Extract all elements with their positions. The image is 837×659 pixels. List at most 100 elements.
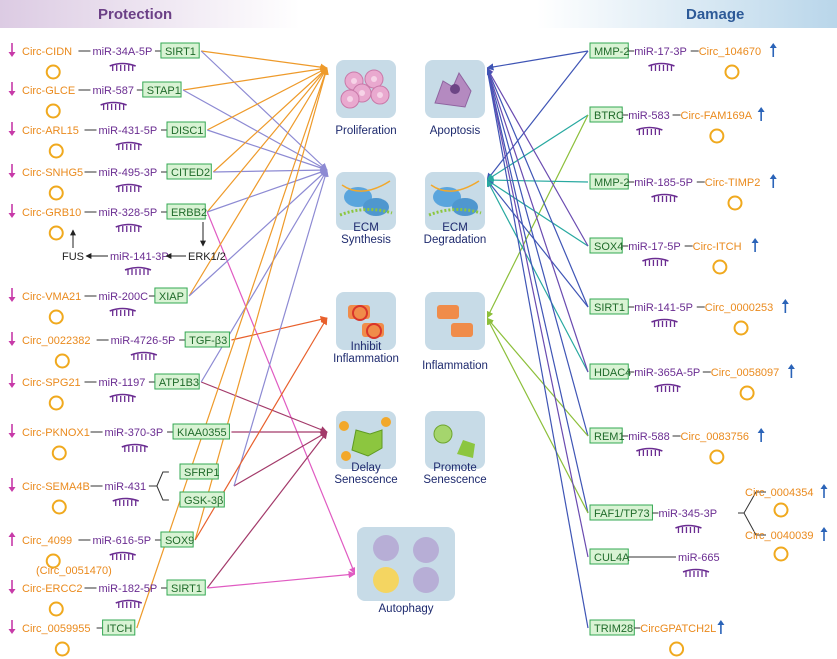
grb10-branch: FUS miR-141-3P ERK1/2 [62,222,226,275]
edge [207,168,328,213]
edge [486,317,589,437]
circrna-ring-icon [48,309,64,325]
down-arrow-icon [8,122,16,136]
edge [486,50,589,71]
up-arrow-icon [757,107,765,121]
circrna-label: Circ-ITCH [693,241,742,253]
gene-label: CUL4A [594,552,630,564]
mirna-label: miR-616-5P [92,535,151,547]
circrna-ring-icon [733,320,749,336]
circrna-label: Circ_0058097 [711,367,780,379]
up-arrow-icon [757,428,765,442]
gene-label: FAF1/TP73 [594,508,650,520]
damage-header: Damage [686,6,744,23]
edge [486,179,589,373]
circrna-ring-icon [712,259,728,275]
ecm-synthesis-label: Synthesis [341,234,391,246]
edge [188,169,328,297]
mirna-label: miR-141-3P [110,251,169,263]
rna-hairpin-icon [642,257,669,266]
mirna-label: miR-185-5P [634,177,693,189]
autophagy-panel [355,525,457,603]
fus-label: FUS [62,251,84,263]
gene-box: MMP-2 [589,42,629,59]
edge [200,381,328,433]
gene-box: REM1 [589,427,625,444]
rna-hairpin-icon [682,568,710,577]
gene-label: MMP-2 [594,46,629,58]
ecm-degradation-panel [423,170,487,232]
circrna-ring-icon [724,64,740,80]
gene-label: KIAA0355 [177,427,227,439]
gene-box: CITED2 [166,163,212,180]
ecm-degradation-label: Degradation [424,234,487,246]
circrna-ring-icon [54,641,70,657]
edge [486,114,589,181]
edge [207,571,356,589]
up-arrow-icon [820,527,828,541]
protection-header: Protection [98,6,172,23]
down-arrow-icon [8,478,16,492]
gene-label: STAP1 [147,85,181,97]
circrna-ring-icon [45,64,61,80]
circrna-ring-icon [669,641,685,657]
erk-label: ERK1/2 [188,251,226,263]
edge [206,211,356,575]
circrna-ring-icon [48,601,64,617]
edge [182,89,328,171]
damage-header-band [537,0,837,28]
gene-label: ATP1B3 [159,377,199,389]
edge [200,50,328,171]
mirna-label: miR-431-5P [99,125,158,137]
mirna-label: miR-141-5P [634,302,693,314]
circrna-alias: (Circ_0051470) [36,565,112,577]
circrna-ring-icon [739,385,755,401]
rna-hairpin-icon [651,193,678,202]
gene-label: ITCH [107,623,133,635]
up-arrow-icon [787,364,795,378]
rna-hairpin-icon [636,447,663,456]
inhibit-inflammation-label: Inhibit [351,341,382,353]
gene-box: GSK-3β [179,491,225,508]
gene-label: TGF-β3 [189,335,227,347]
proliferation-panel [334,58,398,120]
gene-box: SIRT1 [166,579,206,596]
circrna-label: Circ-SPG21 [22,377,81,389]
down-arrow-icon [8,424,16,438]
rna-hairpin-icon [124,266,152,275]
proliferation-label: Proliferation [335,125,396,137]
inhibit-inflammation-label: Inflammation [333,353,399,365]
rna-hairpin-icon [651,318,678,327]
rna-hairpin-icon [121,443,149,452]
edge [486,67,589,308]
gene-label: SIRT1 [171,583,202,595]
mirna-label: miR-431 [105,481,147,493]
circrna-label: Circ-FAM169A [681,110,753,122]
down-arrow-icon [8,374,16,388]
gene-label: GSK-3β [184,495,223,507]
edge [231,315,328,341]
mirna-label: miR-587 [92,85,134,97]
edge [207,129,328,172]
up-arrow-icon [8,532,16,546]
edge [484,67,589,514]
mirna-label: miR-182-5P [99,583,158,595]
autophagy-label: Autophagy [379,603,434,615]
mirna-label: miR-370-3P [105,427,164,439]
delay-senescence-label: Delay [351,462,381,474]
gene-box: BTRC [589,106,624,123]
edge [233,431,328,487]
mirna-label: miR-665 [678,552,720,564]
rna-hairpin-icon [636,126,663,135]
mirna-label: miR-17-5P [628,241,681,253]
circrna-label: CircGPATCH2L [640,623,716,635]
promote-senescence-label: Promote [433,462,476,474]
